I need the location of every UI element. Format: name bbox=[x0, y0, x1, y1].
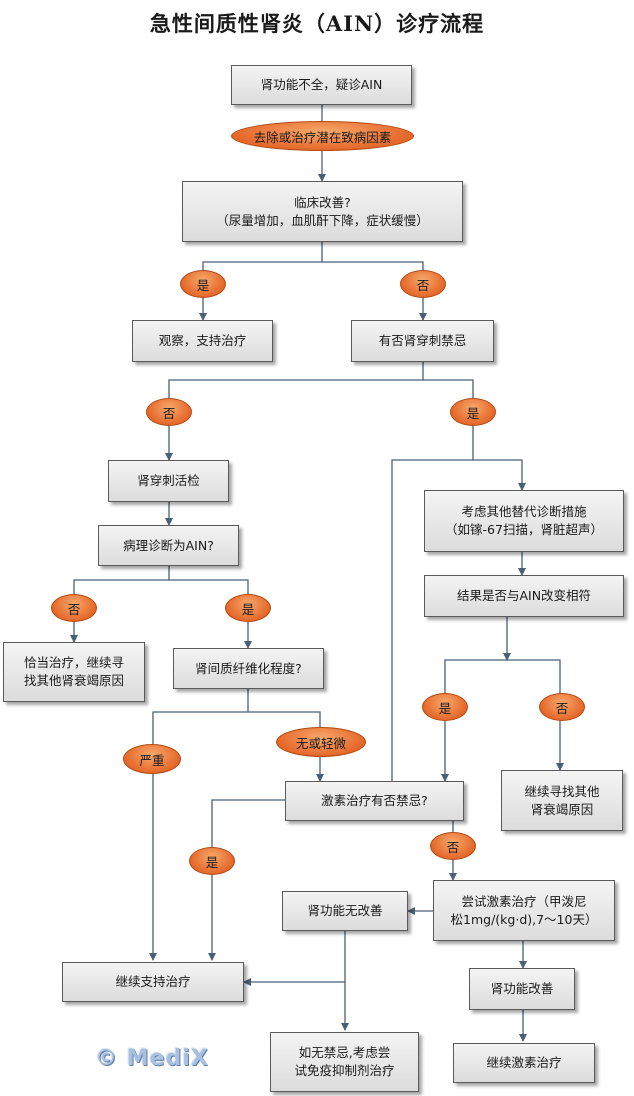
continue-steroid-text: 继续激素治疗 bbox=[486, 1055, 562, 1070]
fibrosis-degree-box: 肾间质纤维化程度? bbox=[173, 648, 324, 689]
yes-label: 是 bbox=[438, 700, 452, 716]
observe-box: 观察，支持治疗 bbox=[132, 320, 273, 362]
immunosuppress-line1: 如无禁忌,考虑尝 bbox=[298, 1045, 391, 1060]
appropriate-treatment-line2: 找其他肾衰竭原因 bbox=[23, 673, 124, 688]
immunosuppress-line2: 试免疫抑制剂治疗 bbox=[294, 1063, 395, 1078]
no-oval-pathology: 否 bbox=[51, 594, 97, 622]
yes-oval-biopsy: 是 bbox=[450, 398, 496, 426]
try-steroid-line2: 松1mg/(kg·d),7～10天） bbox=[450, 911, 598, 927]
none-or-mild-oval: 无或轻微 bbox=[276, 727, 366, 757]
pathology-ain-text: 病理诊断为AIN? bbox=[123, 537, 214, 553]
observe-text: 观察，支持治疗 bbox=[158, 333, 247, 348]
remove-cause-oval: 去除或治疗潜在致病因素 bbox=[231, 121, 414, 151]
medix-logo: © MediX bbox=[95, 1046, 209, 1071]
alt-diagnosis-box: 考虑其他替代诊断措施 （如镓-67扫描，肾脏超声） bbox=[424, 490, 624, 552]
yes-oval-pathology: 是 bbox=[225, 594, 271, 622]
remove-cause-text: 去除或治疗潜在致病因素 bbox=[253, 129, 392, 145]
none-or-mild-label: 无或轻微 bbox=[295, 735, 346, 751]
try-steroid-box: 尝试激素治疗（甲泼尼 松1mg/(kg·d),7～10天） bbox=[433, 880, 615, 941]
clinical-improvement-criteria: （尿量增加，血肌酐下降，症状缓慢） bbox=[216, 212, 429, 228]
no-improvement-box: 肾功能无改善 bbox=[282, 891, 408, 931]
no-oval-result: 否 bbox=[539, 693, 585, 721]
yes-label: 是 bbox=[196, 277, 210, 293]
renal-biopsy-box: 肾穿刺活检 bbox=[108, 460, 229, 502]
continue-support-text: 继续支持治疗 bbox=[115, 974, 191, 989]
appropriate-treatment-box: 恰当治疗，继续寻 找其他肾衰竭原因 bbox=[3, 642, 145, 702]
continue-steroid-box: 继续激素治疗 bbox=[453, 1043, 595, 1083]
steroid-contraindication-box: 激素治疗有否禁忌? bbox=[285, 781, 464, 821]
find-other-cause-line2: 肾衰竭原因 bbox=[530, 801, 594, 817]
alt-diagnosis-line2: （如镓-67扫描，肾脏超声） bbox=[445, 522, 603, 537]
yes-oval-result: 是 bbox=[422, 693, 468, 721]
severe-oval: 严重 bbox=[123, 744, 181, 774]
suspect-ain-box: 肾功能不全，疑诊AIN bbox=[231, 65, 412, 105]
biopsy-contraindication-box: 有否肾穿刺禁忌 bbox=[351, 320, 494, 362]
no-label: 否 bbox=[67, 601, 81, 617]
yes-oval-steroid: 是 bbox=[189, 847, 235, 875]
no-label: 否 bbox=[162, 405, 176, 421]
appropriate-treatment-line1: 恰当治疗，继续寻 bbox=[23, 655, 124, 670]
yes-label: 是 bbox=[466, 405, 480, 421]
find-other-cause-box: 继续寻找其他 肾衰竭原因 bbox=[501, 770, 623, 831]
steroid-contraindication-text: 激素治疗有否禁忌? bbox=[321, 793, 428, 808]
yes-label: 是 bbox=[205, 854, 219, 870]
yes-oval-clinical: 是 bbox=[180, 270, 226, 298]
try-steroid-line1: 尝试激素治疗（甲泼尼 bbox=[461, 893, 587, 909]
biopsy-contraindication-text: 有否肾穿刺禁忌 bbox=[378, 333, 467, 348]
continue-support-box: 继续支持治疗 bbox=[62, 962, 244, 1002]
result-match-text: 结果是否与AIN改变相符 bbox=[456, 588, 592, 603]
no-label: 否 bbox=[446, 839, 460, 855]
no-improvement-text: 肾功能无改善 bbox=[307, 903, 383, 918]
clinical-improvement-box: 临床改善? （尿量增加，血肌酐下降，症状缓慢） bbox=[182, 181, 463, 242]
no-oval-clinical: 否 bbox=[400, 270, 446, 298]
pathology-ain-box: 病理诊断为AIN? bbox=[98, 525, 239, 566]
suspect-ain-text: 肾功能不全，疑诊AIN bbox=[260, 77, 383, 92]
clinical-improvement-question: 临床改善? bbox=[294, 194, 351, 210]
no-oval-biopsy: 否 bbox=[146, 398, 192, 426]
find-other-cause-line1: 继续寻找其他 bbox=[524, 783, 600, 799]
immunosuppress-box: 如无禁忌,考虑尝 试免疫抑制剂治疗 bbox=[270, 1032, 419, 1092]
no-label: 否 bbox=[555, 700, 569, 716]
yes-label: 是 bbox=[241, 601, 255, 617]
alt-diagnosis-line1: 考虑其他替代诊断措施 bbox=[461, 504, 587, 519]
severe-label: 严重 bbox=[139, 752, 165, 768]
fibrosis-degree-text: 肾间质纤维化程度? bbox=[195, 660, 302, 676]
improvement-text: 肾功能改善 bbox=[490, 981, 554, 996]
no-oval-steroid: 否 bbox=[430, 832, 476, 860]
result-match-box: 结果是否与AIN改变相符 bbox=[424, 575, 624, 617]
no-label: 否 bbox=[416, 277, 430, 293]
improvement-box: 肾功能改善 bbox=[469, 968, 575, 1010]
page-title: 急性间质性肾炎（AIN）诊疗流程 bbox=[149, 11, 485, 36]
renal-biopsy-text: 肾穿刺活检 bbox=[137, 473, 200, 488]
